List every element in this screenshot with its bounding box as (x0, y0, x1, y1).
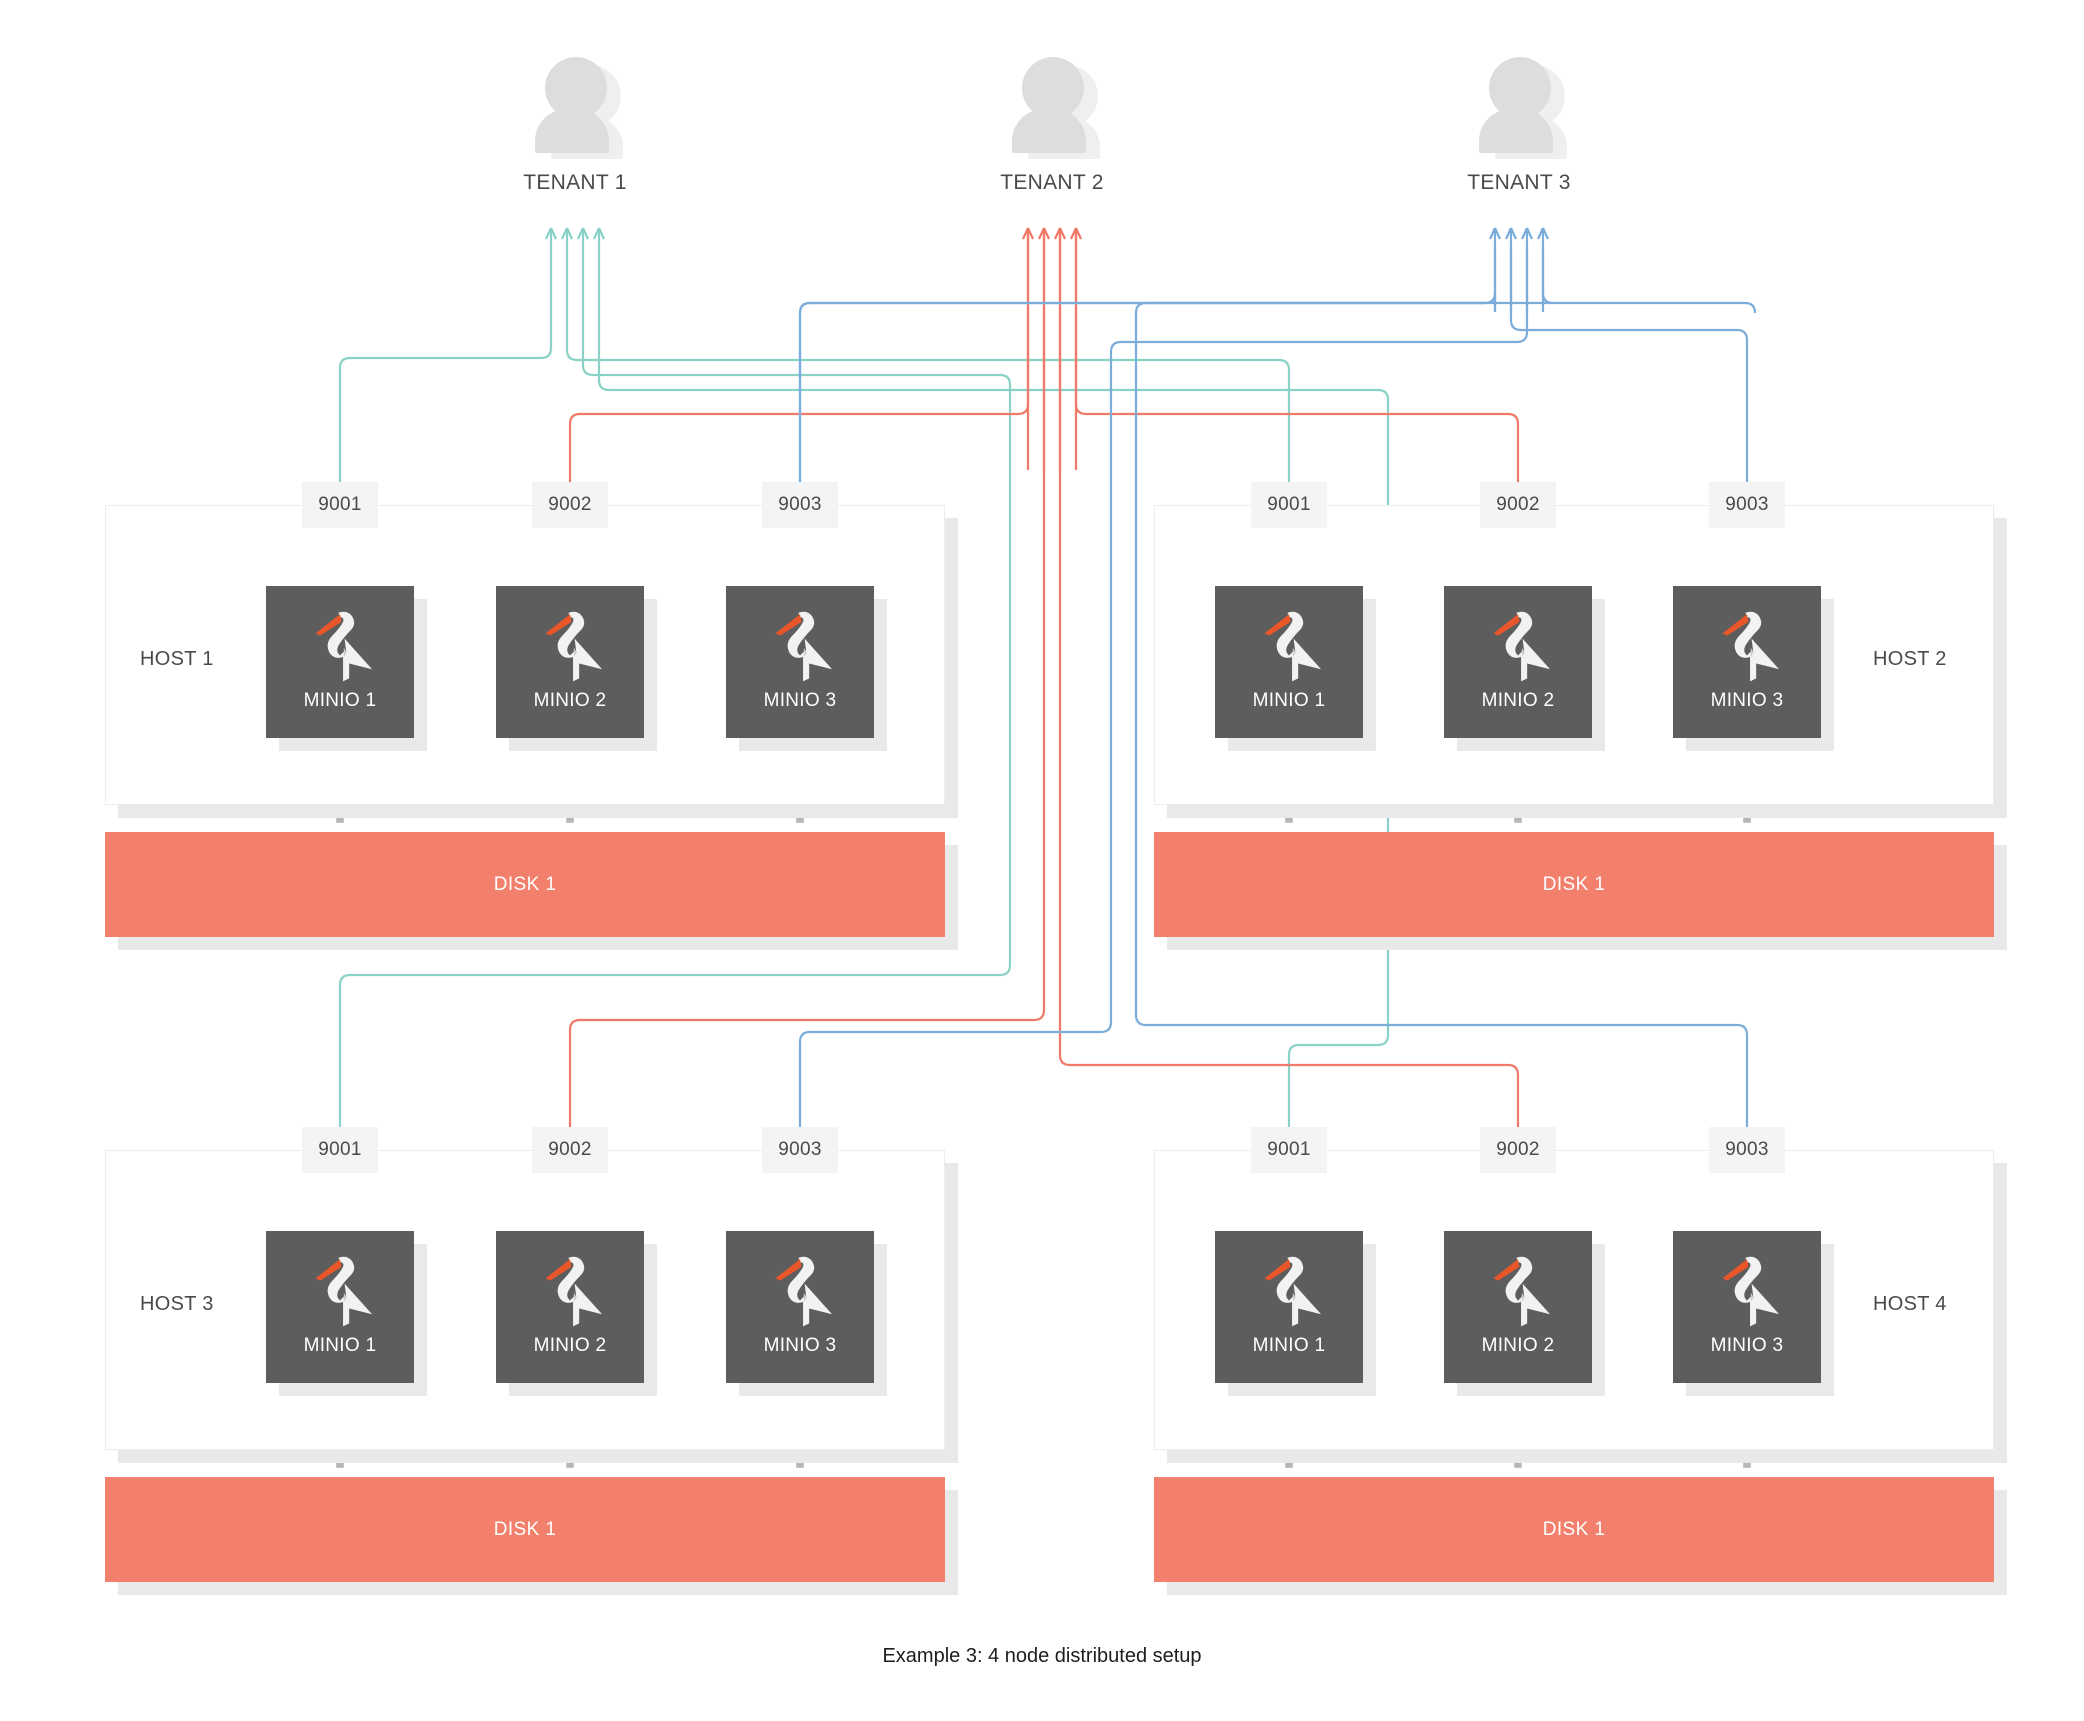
minio-flamingo-icon (1493, 1256, 1551, 1327)
minio-flamingo-icon (775, 1256, 833, 1327)
port-chip: 9001 (302, 1127, 378, 1173)
port-chip: 9001 (1251, 1127, 1327, 1173)
host-3-label: HOST 3 (140, 1293, 214, 1315)
minio-flamingo-icon (315, 611, 373, 682)
node-label: MINIO 1 (1252, 1335, 1326, 1356)
person-icon (1004, 55, 1100, 159)
port-chip: 9003 (762, 1127, 838, 1173)
port-chip: 9001 (302, 482, 378, 528)
node-label: MINIO 2 (533, 690, 607, 711)
minio-flamingo-icon (1722, 611, 1780, 682)
port-chip: 9002 (1480, 1127, 1556, 1173)
minio-node[interactable]: MINIO 2 (496, 1231, 644, 1383)
tenant-2[interactable]: TENANT 2 (962, 55, 1142, 195)
host-2-label: HOST 2 (1873, 648, 1947, 670)
minio-node[interactable]: MINIO 2 (1444, 586, 1592, 738)
node-label: MINIO 2 (533, 1335, 607, 1356)
port-chip: 9002 (532, 482, 608, 528)
node-label: MINIO 2 (1481, 1335, 1555, 1356)
port-chip: 9001 (1251, 482, 1327, 528)
node-label: MINIO 1 (303, 1335, 377, 1356)
tenant-label: TENANT 2 (1000, 171, 1104, 194)
minio-flamingo-icon (1493, 611, 1551, 682)
host-1-label: HOST 1 (140, 648, 214, 670)
minio-node[interactable]: MINIO 1 (1215, 586, 1363, 738)
disk-1: DISK 1 (1154, 832, 1994, 937)
minio-flamingo-icon (545, 1256, 603, 1327)
node-label: MINIO 3 (763, 690, 837, 711)
minio-node[interactable]: MINIO 1 (1215, 1231, 1363, 1383)
port-chip: 9003 (762, 482, 838, 528)
node-label: MINIO 3 (763, 1335, 837, 1356)
minio-node[interactable]: MINIO 2 (496, 586, 644, 738)
disk-1: DISK 1 (105, 1477, 945, 1582)
person-icon (1471, 55, 1567, 159)
host-4-label: HOST 4 (1873, 1293, 1947, 1315)
minio-node[interactable]: MINIO 3 (726, 1231, 874, 1383)
minio-flamingo-icon (1264, 611, 1322, 682)
minio-node[interactable]: MINIO 2 (1444, 1231, 1592, 1383)
minio-flamingo-icon (1264, 1256, 1322, 1327)
tenant-label: TENANT 1 (523, 171, 627, 194)
node-label: MINIO 1 (303, 690, 377, 711)
minio-node[interactable]: MINIO 3 (726, 586, 874, 738)
port-chip: 9003 (1709, 482, 1785, 528)
node-label: MINIO 3 (1710, 690, 1784, 711)
minio-node[interactable]: MINIO 1 (266, 586, 414, 738)
node-label: MINIO 1 (1252, 690, 1326, 711)
node-label: MINIO 2 (1481, 690, 1555, 711)
tenant-label: TENANT 3 (1467, 171, 1571, 194)
port-chip: 9002 (1480, 482, 1556, 528)
minio-node[interactable]: MINIO 3 (1673, 1231, 1821, 1383)
disk-1: DISK 1 (1154, 1477, 1994, 1582)
port-chip: 9003 (1709, 1127, 1785, 1173)
tenant-1[interactable]: TENANT 1 (485, 55, 665, 195)
minio-flamingo-icon (775, 611, 833, 682)
disk-1: DISK 1 (105, 832, 945, 937)
port-chip: 9002 (532, 1127, 608, 1173)
node-label: MINIO 3 (1710, 1335, 1784, 1356)
minio-flamingo-icon (1722, 1256, 1780, 1327)
person-icon (527, 55, 623, 159)
minio-node[interactable]: MINIO 1 (266, 1231, 414, 1383)
minio-node[interactable]: MINIO 3 (1673, 586, 1821, 738)
minio-flamingo-icon (545, 611, 603, 682)
minio-flamingo-icon (315, 1256, 373, 1327)
figure-caption: Example 3: 4 node distributed setup (882, 1645, 1202, 1667)
tenant-3[interactable]: TENANT 3 (1429, 55, 1609, 195)
